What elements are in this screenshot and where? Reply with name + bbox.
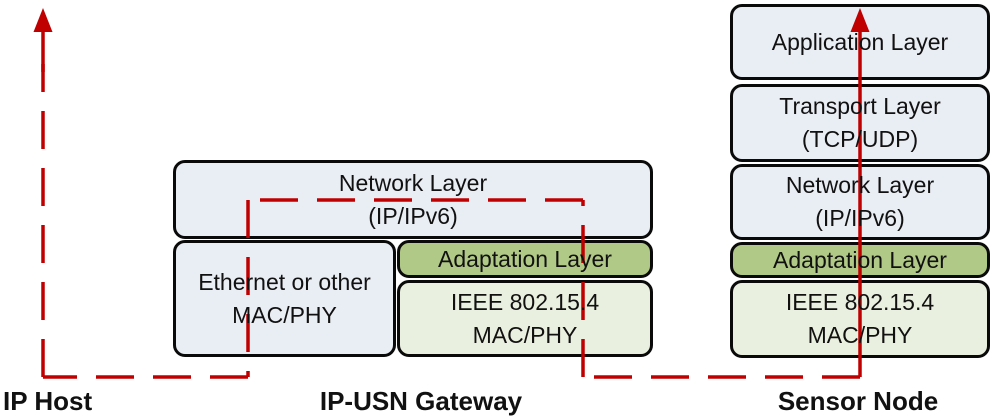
ip-host-label: IP Host [3, 386, 93, 416]
gateway-network-layer-box: Network Layer (IP/IPv6) [173, 160, 653, 239]
gateway-network-layer-line2: (IP/IPv6) [368, 202, 458, 229]
sensor-network-layer-box: Network Layer (IP/IPv6) [730, 164, 990, 240]
gateway-adaptation-layer-box: Adaptation Layer [397, 240, 653, 278]
sensor-transport-layer-box: Transport Layer (TCP/UDP) [730, 84, 990, 162]
sensor-node-label: Sensor Node [777, 386, 939, 416]
ip-host-arrowhead-icon [33, 8, 53, 32]
sensor-adaptation-layer-box: Adaptation Layer [730, 242, 990, 278]
sensor-adaptation-layer-line1: Adaptation Layer [773, 246, 947, 273]
sensor-transport-layer-line2: (TCP/UDP) [801, 126, 919, 152]
sensor-ieee-box: IEEE 802.15.4 MAC/PHY [730, 280, 990, 358]
gateway-mac-phy-line1: Ethernet or other [198, 268, 371, 295]
gateway-ieee-box: IEEE 802.15.4 MAC/PHY [397, 280, 653, 357]
sensor-transport-layer-line1: Transport Layer [779, 93, 941, 119]
sensor-ieee-line1: IEEE 802.15.4 [785, 289, 935, 315]
sensor-application-layer-line1: Application Layer [771, 28, 949, 55]
gateway-ieee-line2: MAC/PHY [472, 321, 578, 348]
gateway-ieee-line1: IEEE 802.15.4 [450, 288, 600, 315]
gateway-mac-phy-line2: MAC/PHY [232, 301, 337, 328]
sensor-ieee-line2: MAC/PHY [807, 322, 913, 348]
gateway-mac-phy-box: Ethernet or other MAC/PHY [173, 240, 396, 357]
sensor-network-layer-line2: (IP/IPv6) [815, 205, 905, 231]
gateway-network-layer-line1: Network Layer [338, 169, 488, 196]
gateway-label: IP-USN Gateway [319, 386, 523, 416]
sensor-application-layer-box: Application Layer [730, 4, 990, 80]
gateway-adaptation-layer-line1: Adaptation Layer [438, 245, 612, 272]
sensor-network-layer-line1: Network Layer [785, 172, 935, 198]
